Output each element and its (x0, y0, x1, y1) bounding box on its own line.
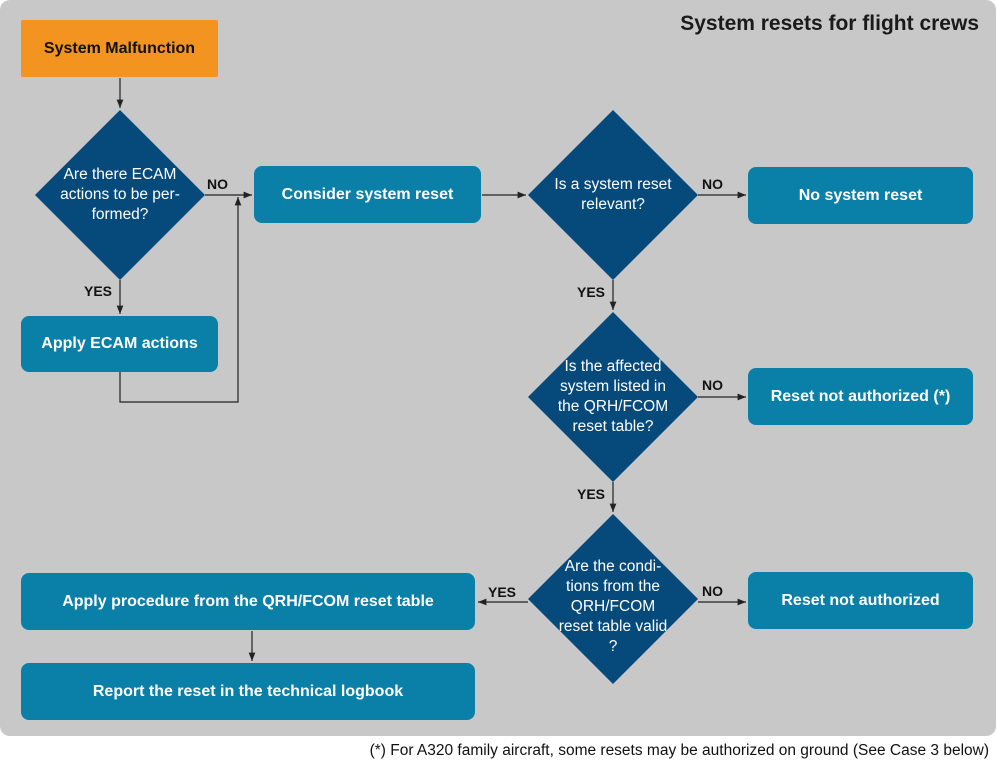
ecam-yes-label: YES (84, 283, 113, 299)
conditions-no-label: NO (702, 583, 723, 599)
listed-question-text: Is the affected system listed in the QRH… (557, 358, 669, 435)
system-malfunction-box: System Malfunction (21, 20, 218, 77)
no-reset-box: No system reset (748, 167, 973, 224)
not-authorized-star-box: Reset not authorized (*) (748, 368, 973, 425)
ecam-no-label: NO (207, 176, 228, 192)
footnote: (*) For A320 family aircraft, some reset… (369, 742, 989, 759)
arrow-apply-ecam-loop (119, 197, 242, 403)
report-reset-box: Report the reset in the technical logboo… (21, 663, 475, 720)
conditions-question-diamond (528, 514, 698, 684)
ecam-question-diamond (35, 110, 205, 280)
conditions-yes-label: YES (488, 584, 517, 600)
relevant-yes-label: YES (577, 284, 606, 300)
reset-relevant-diamond (528, 110, 698, 280)
listed-question-diamond (528, 312, 698, 482)
diagram-title: System resets for flight crews (680, 12, 979, 35)
relevant-no-label: NO (702, 176, 723, 192)
apply-ecam-box: Apply ECAM actions (21, 316, 218, 372)
apply-procedure-box: Apply procedure from the QRH/FCOM reset … (21, 573, 475, 630)
consider-reset-box: Consider system reset (254, 166, 481, 223)
reset-relevant-text: Is a system reset relevant? (554, 176, 672, 213)
listed-yes-label: YES (577, 486, 606, 502)
conditions-question-text: Are the condi-tions from the QRH/FCOM re… (558, 558, 668, 655)
listed-no-label: NO (702, 377, 723, 393)
not-authorized-box: Reset not authorized (748, 572, 973, 629)
ecam-question-text: Are there ECAM actions to be per-formed? (60, 166, 180, 223)
